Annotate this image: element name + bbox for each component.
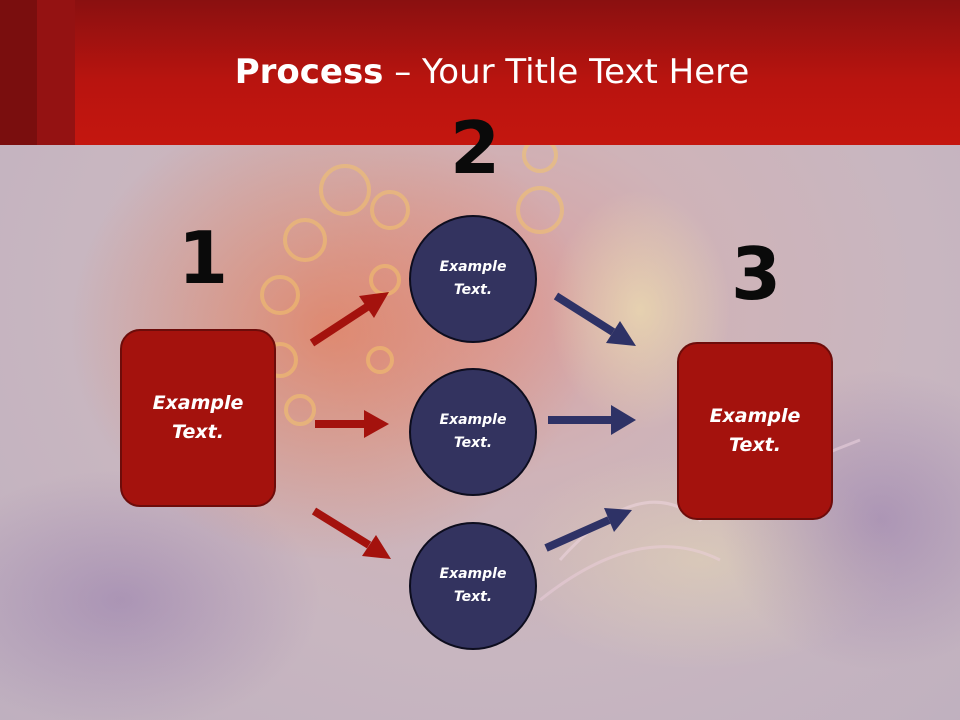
step-number-1: 1 bbox=[178, 216, 229, 300]
red-arrow-middle bbox=[315, 410, 389, 438]
blue-arrow-lower bbox=[544, 508, 632, 552]
red-arrow-lower bbox=[311, 507, 391, 559]
blue-arrow-middle bbox=[548, 405, 636, 435]
title-bar: Process – Your Title Text Here bbox=[0, 0, 960, 145]
blue-arrow-upper bbox=[553, 292, 636, 346]
header-accent-strip bbox=[37, 0, 75, 145]
slide-title: Process – Your Title Text Here bbox=[0, 52, 960, 92]
title-bold: Process bbox=[234, 52, 384, 92]
step-number-3: 3 bbox=[731, 232, 782, 316]
header-accent-strip bbox=[0, 0, 37, 145]
step-number-2: 2 bbox=[450, 106, 501, 190]
title-rest: – Your Title Text Here bbox=[383, 52, 750, 92]
red-arrow-upper bbox=[309, 292, 389, 347]
